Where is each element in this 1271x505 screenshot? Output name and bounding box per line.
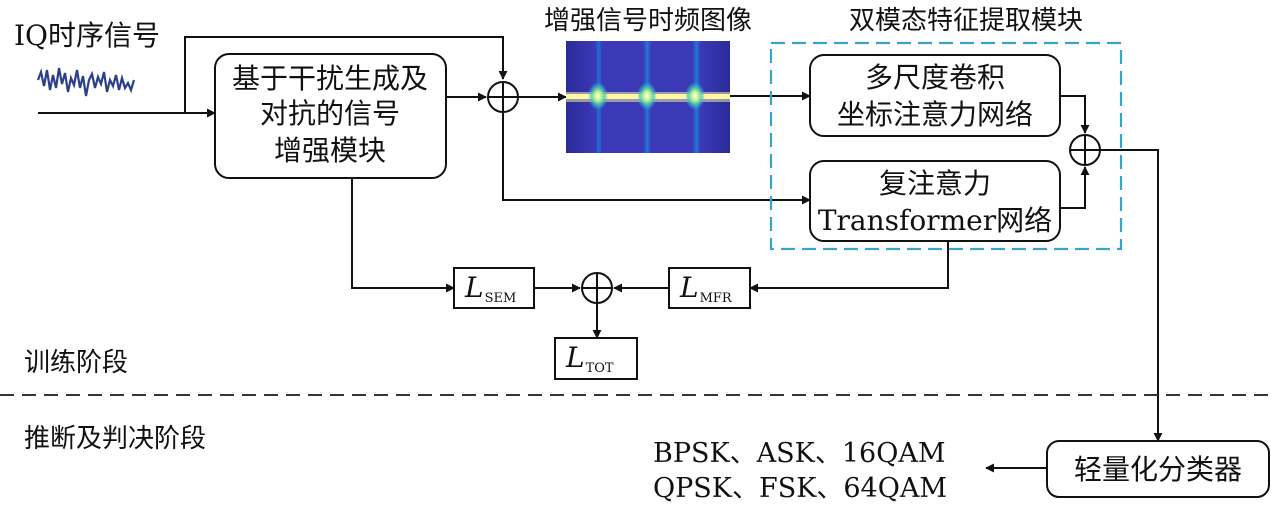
adder-1 xyxy=(487,81,519,113)
lsem-label: LSEM xyxy=(464,271,516,306)
enhancement-module-line3: 增强模块 xyxy=(274,134,386,167)
enhancement-module-line2: 对抗的信号 xyxy=(260,97,400,130)
ltot-label: LTOT xyxy=(565,341,614,376)
classifier-label: 轻量化分类器 xyxy=(1074,453,1242,486)
mscnn-line2: 坐标注意力网络 xyxy=(837,98,1033,131)
bypass-line xyxy=(184,36,508,113)
input-label: IQ时序信号 xyxy=(14,19,160,52)
enhancement-module-line1: 基于干扰生成及 xyxy=(232,62,428,95)
transformer-to-lmfr-line xyxy=(749,241,949,293)
output-classes-line2: QPSK、FSK、64QAM xyxy=(653,473,947,504)
mscnn-to-adder-line xyxy=(1060,95,1090,134)
adder-to-classifier-line xyxy=(1100,149,1163,442)
enhance-to-lsem-line xyxy=(351,178,455,293)
enhancement-module-box xyxy=(214,53,447,179)
ltot-box xyxy=(554,337,638,380)
iq-waveform xyxy=(36,67,136,97)
adder-to-transformer-line xyxy=(502,112,811,205)
transformer-box xyxy=(809,160,1061,242)
tf-image-label: 增强信号时频图像 xyxy=(544,6,752,36)
lmfr-box xyxy=(668,267,751,309)
lmfr-label: LMFR xyxy=(679,271,733,306)
transformer-line2: Transformer网络 xyxy=(818,204,1052,237)
mscnn-line1: 多尺度卷积 xyxy=(865,61,1005,94)
loss-adder xyxy=(581,272,613,304)
adder-2 xyxy=(1069,134,1101,166)
lsem-box xyxy=(453,267,535,309)
dual-modal-module-border xyxy=(769,41,1123,251)
tf-image xyxy=(566,41,730,153)
dual-modal-label: 双模态特征提取模块 xyxy=(849,6,1083,36)
transformer-line1: 复注意力 xyxy=(879,167,991,200)
output-classes-line1: BPSK、ASK、16QAM xyxy=(653,438,945,469)
inference-stage-label: 推断及判决阶段 xyxy=(24,424,206,454)
training-stage-label: 训练阶段 xyxy=(24,348,128,378)
transformer-to-adder-line xyxy=(1060,166,1090,209)
